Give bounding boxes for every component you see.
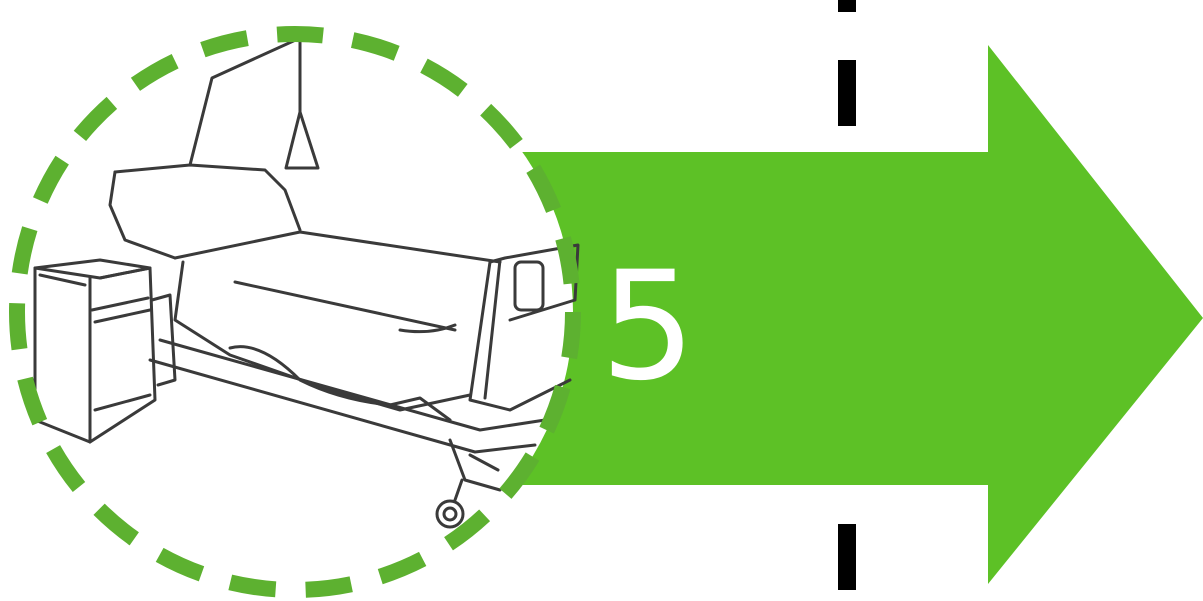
step-number: 5 [600,240,695,414]
